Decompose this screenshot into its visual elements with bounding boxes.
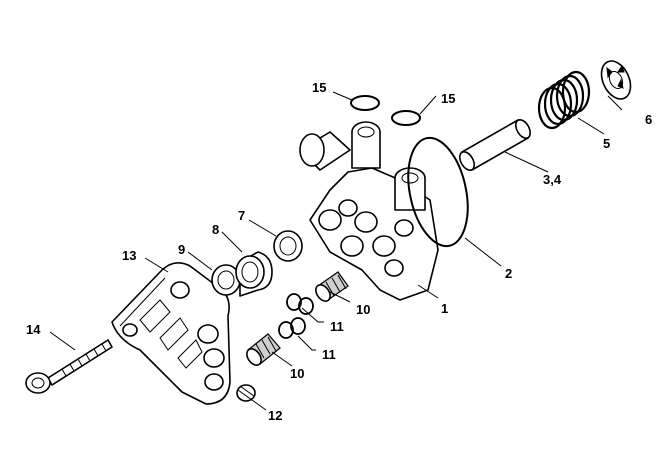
part-11-orings-upper xyxy=(286,293,314,315)
callout-14: 14 xyxy=(26,322,41,337)
callout-9: 9 xyxy=(178,242,185,257)
callout-3-4: 3,4 xyxy=(543,172,562,187)
callout-15-left: 15 xyxy=(312,80,326,95)
part-12-plug xyxy=(236,384,256,402)
callout-12: 12 xyxy=(268,408,282,423)
part-15-orings xyxy=(350,95,421,126)
part-6-retainer xyxy=(600,60,632,100)
callout-1: 1 xyxy=(441,301,448,316)
callout-7: 7 xyxy=(238,208,245,223)
part-3-4-piston xyxy=(458,119,532,171)
part-11-orings-lower xyxy=(278,317,306,339)
part-2-oring xyxy=(407,136,469,248)
callout-6: 6 xyxy=(645,112,652,127)
part-7-ring xyxy=(273,230,303,262)
part-13-cover-plate xyxy=(111,262,231,405)
part-1-pump-head xyxy=(299,121,439,301)
callout-10-lower: 10 xyxy=(290,366,304,381)
part-8-sleeve xyxy=(235,251,273,297)
callout-5: 5 xyxy=(603,136,610,151)
callout-2: 2 xyxy=(505,266,512,281)
part-14-bolt xyxy=(25,339,113,394)
callout-13: 13 xyxy=(122,248,136,263)
leader-lines xyxy=(49,91,623,411)
part-10-valve-lower xyxy=(246,333,281,366)
callout-11-upper: 11 xyxy=(330,319,344,334)
callout-8: 8 xyxy=(212,222,219,237)
callout-11-lower: 11 xyxy=(322,347,336,362)
part-5-spring xyxy=(537,70,591,130)
callout-labels: 15 15 6 5 3,4 2 1 7 8 9 13 14 10 11 11 1… xyxy=(26,80,652,423)
callout-15-right: 15 xyxy=(441,91,455,106)
part-10-valve-upper xyxy=(315,271,349,302)
callout-10-upper: 10 xyxy=(356,302,370,317)
